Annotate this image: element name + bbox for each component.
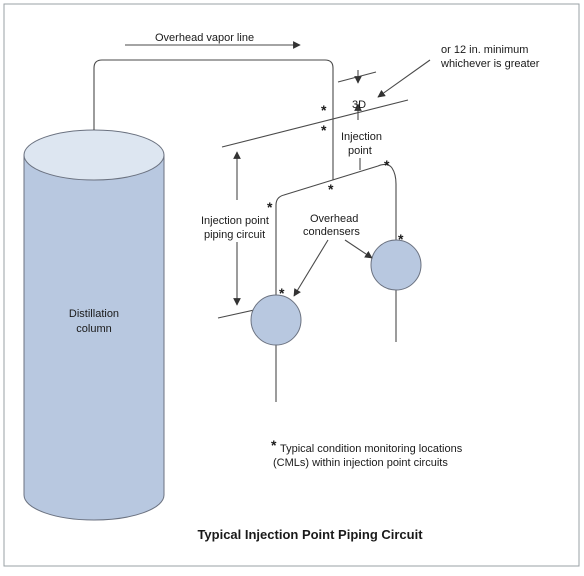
footnote-line-2: (CMLs) within injection point circuits <box>273 457 448 469</box>
overhead-condensers-label-1: Overhead <box>310 213 358 225</box>
cml-marker: * <box>328 181 334 197</box>
condenser-2 <box>370 239 422 291</box>
injection-circuit-label-2: piping circuit <box>204 229 265 241</box>
condenser-piping <box>275 163 397 295</box>
overhead-vapor-line <box>93 59 334 180</box>
condenser-arrow-2 <box>344 239 373 259</box>
distillation-label-2: column <box>76 323 111 335</box>
distillation-column: Distillation column <box>23 129 165 521</box>
cml-marker: * <box>384 157 390 173</box>
cml-marker: * <box>321 102 327 118</box>
or-12in-label-2: whichever is greater <box>440 58 540 70</box>
cml-marker: * <box>279 285 285 301</box>
circuit-top-boundary <box>221 99 409 148</box>
injection-point-label-1: Injection <box>341 131 382 143</box>
injection-circuit-label-1: Injection point <box>201 215 269 227</box>
overhead-condensers-label-2: condensers <box>303 226 360 238</box>
cml-marker: * <box>398 231 404 247</box>
or-12in-label-1: or 12 in. minimum <box>441 44 528 56</box>
footnote-star: * <box>271 437 277 453</box>
cml-marker: * <box>267 199 273 215</box>
cml-marker: * <box>321 122 327 138</box>
footnote-line-1: Typical condition monitoring locations <box>280 443 463 455</box>
injection-point-label-2: point <box>348 145 372 157</box>
condenser-arrow-1 <box>293 239 329 297</box>
3d-label: 3D <box>352 99 366 111</box>
figure-title: Typical Injection Point Piping Circuit <box>197 527 423 542</box>
distillation-label-1: Distillation <box>69 308 119 320</box>
overhead-vapor-line-label: Overhead vapor line <box>155 32 254 44</box>
or-12in-arrow <box>377 59 431 98</box>
3d-upper-tick <box>337 71 377 83</box>
condenser-1 <box>250 294 302 346</box>
border <box>3 3 580 567</box>
